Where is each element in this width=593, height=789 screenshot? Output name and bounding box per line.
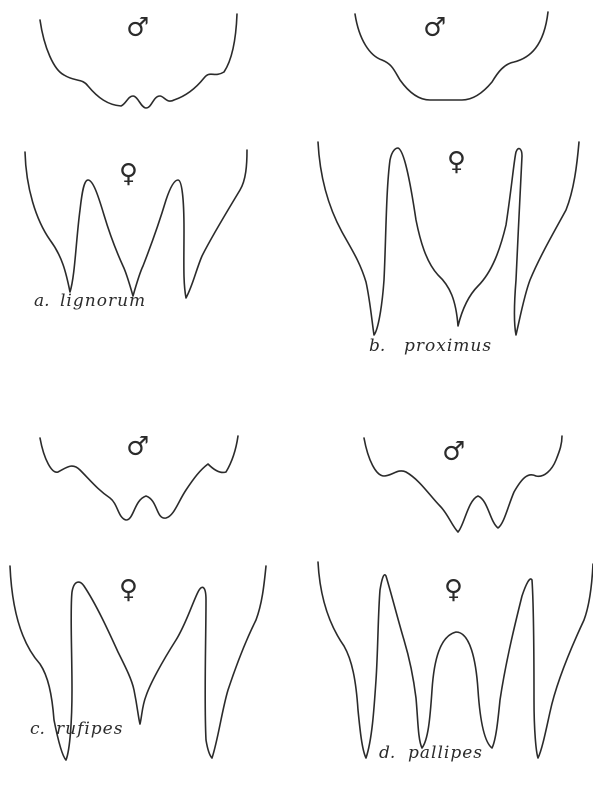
panel-d: ♂ ♀ d. pallipes	[318, 436, 593, 763]
caption-name-d: pallipes	[408, 743, 483, 763]
male-symbol-c: ♂	[126, 432, 149, 462]
male-outline-b	[355, 12, 548, 100]
caption-letter-b: b.	[369, 336, 385, 356]
female-symbol-c: ♀	[119, 575, 138, 605]
panel-b: ♂ ♀ b. proximus	[318, 12, 579, 356]
panel-a: ♂ ♀ a. lignorum	[25, 13, 247, 311]
male-symbol-b: ♂	[423, 13, 446, 43]
caption-name-a: lignorum	[60, 291, 146, 311]
caption-letter-a: a.	[34, 291, 50, 311]
female-symbol-b: ♀	[447, 147, 466, 177]
male-symbol-a: ♂	[126, 13, 149, 43]
female-symbol-d: ♀	[444, 575, 463, 605]
female-symbol-a: ♀	[119, 159, 138, 189]
male-symbol-d: ♂	[442, 437, 465, 467]
caption-name-c: rufipes	[56, 719, 123, 739]
panel-c: ♂ ♀ c. rufipes	[10, 432, 266, 760]
caption-letter-d: d.	[379, 743, 395, 763]
caption-letter-c: c.	[30, 719, 45, 739]
caption-name-b: proximus	[404, 336, 492, 356]
